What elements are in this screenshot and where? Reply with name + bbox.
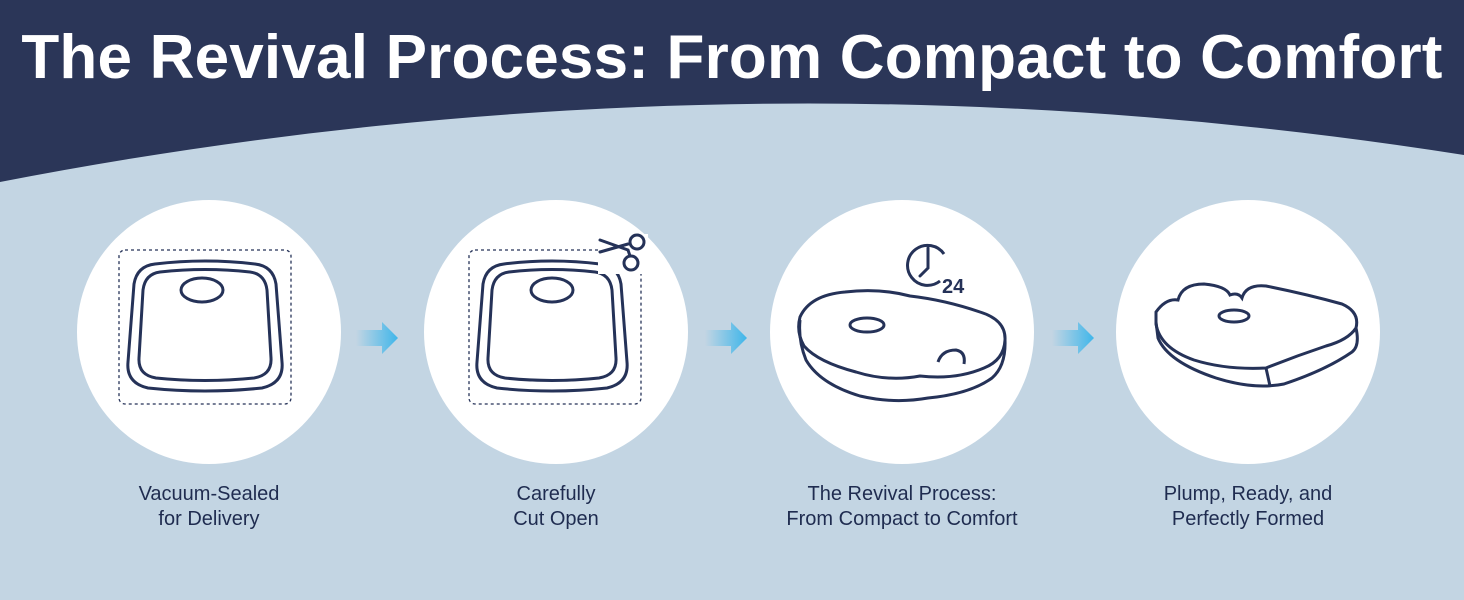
step-revival: 24 The Revival Process: From Compact to … [770, 200, 1034, 532]
step-circle [424, 200, 688, 464]
step-circle: 24 [770, 200, 1034, 464]
clock-24-icon: 24 [906, 243, 965, 298]
step-label: Plump, Ready, and Perfectly Formed [1163, 483, 1333, 530]
page-title: The Revival Process: From Compact to Com… [21, 23, 1443, 92]
arrow-right-icon [356, 322, 398, 354]
step-formed: Plump, Ready, and Perfectly Formed [1116, 200, 1380, 532]
timer-label: 24 [942, 276, 965, 298]
step-circle [1116, 200, 1380, 464]
vacuum-sealed-cushion-icon [118, 249, 292, 405]
step-circle [77, 200, 341, 464]
expanding-cushion-icon [797, 289, 1007, 403]
step-label: Vacuum-Sealed for Delivery [138, 483, 280, 530]
arrow-right-icon [705, 322, 747, 354]
formed-cushion-icon [1154, 282, 1359, 388]
step-label: Carefully Cut Open [513, 483, 599, 530]
step-vacuum-sealed: Vacuum-Sealed for Delivery [77, 200, 341, 532]
step-label: The Revival Process: From Compact to Com… [786, 483, 1018, 530]
arrow-right-icon [1052, 322, 1094, 354]
step-cut-open: Carefully Cut Open [424, 200, 688, 532]
scissors-icon [598, 233, 648, 274]
